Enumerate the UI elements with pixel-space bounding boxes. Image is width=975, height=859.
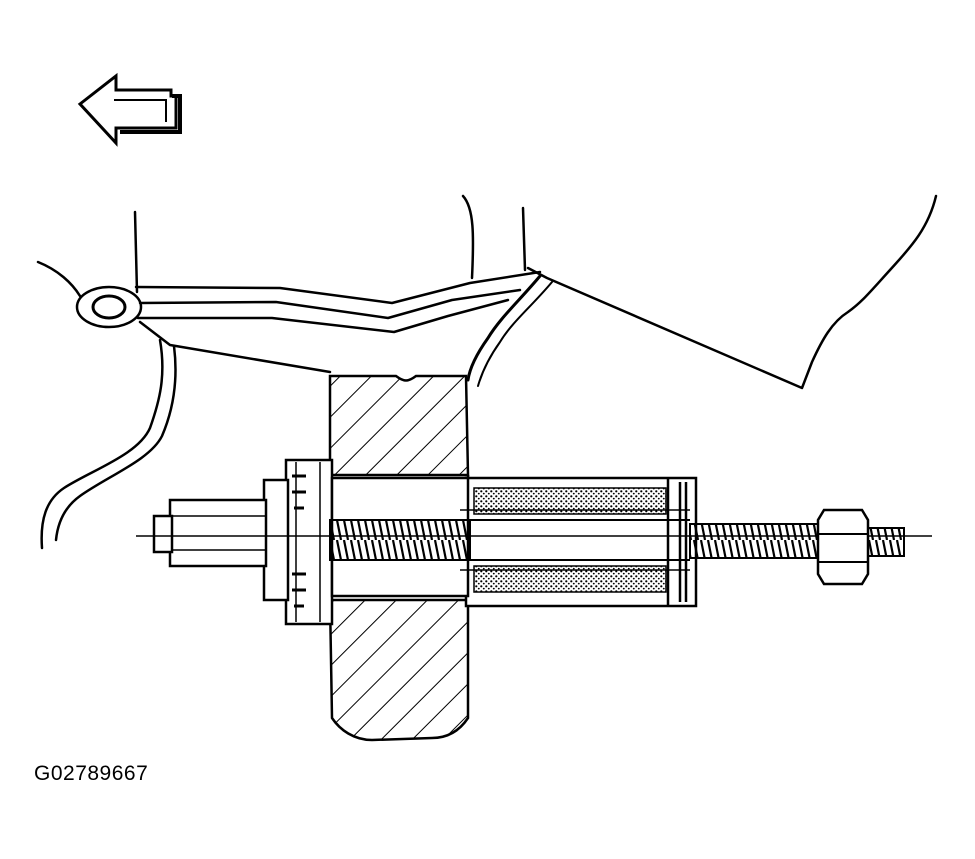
front-direction-arrow-icon [77, 72, 182, 147]
frame-bracket [36, 194, 938, 550]
figure-reference-id: G02789667 [34, 762, 149, 785]
hex-nut [816, 508, 870, 586]
frame-eyelet [75, 285, 143, 329]
receiver-cup [464, 476, 698, 608]
hatched-plate [328, 374, 470, 742]
